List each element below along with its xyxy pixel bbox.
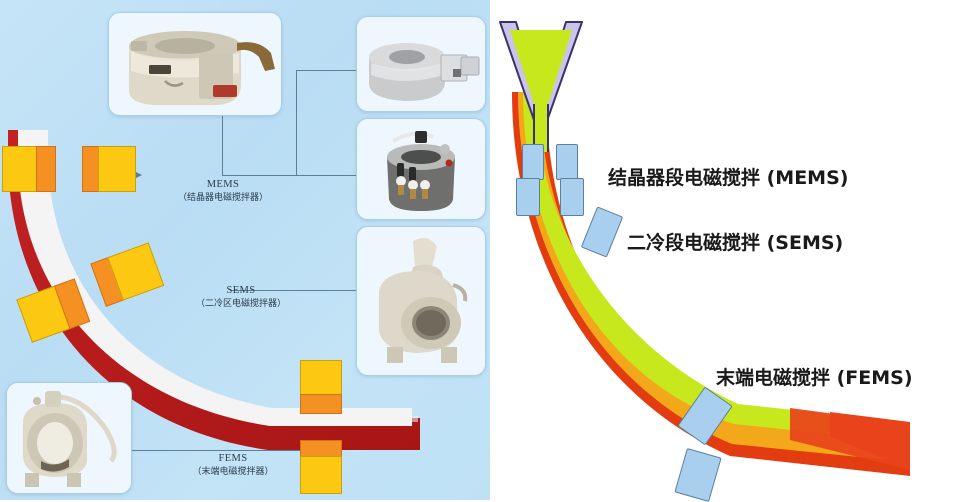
- connector-line-sems-h: [230, 290, 360, 292]
- connector-line-mems-h: [222, 175, 342, 177]
- mold-stirrer-illustration: [109, 13, 281, 115]
- left-strand-shell: [8, 130, 420, 450]
- caption-fems: FEMS （末端电磁搅拌器）: [160, 452, 306, 478]
- tundish-melt: [510, 30, 572, 112]
- connector-line-mems-branch-v: [296, 70, 298, 176]
- magnet-fems-bottom: [300, 440, 342, 494]
- coil-mold-right-lower[interactable]: [560, 178, 584, 216]
- connector-line-photo2-h: [296, 70, 358, 72]
- ring-coil-stirrer-photo[interactable]: [356, 16, 486, 112]
- caption-mems-cn: （结晶器电磁搅拌器）: [177, 193, 268, 204]
- mold-stirrer-photo-top[interactable]: [108, 12, 282, 116]
- drum-stirrer-illustration: [357, 119, 485, 219]
- coil-mold-left-upper[interactable]: [522, 144, 544, 180]
- right-panel: 结晶器段电磁搅拌 (MEMS) 二冷段电磁搅拌 (SEMS) 末端电磁搅拌 (F…: [490, 0, 976, 502]
- secondary-cooling-illustration: [357, 227, 485, 375]
- left-panel: MEMS （结晶器电磁搅拌器） SEMS （二冷区电磁搅拌器） FEMS （末端…: [0, 0, 490, 500]
- caption-mems-abbr: MEMS: [206, 179, 240, 190]
- caption-sems-cn: （二冷区电磁搅拌器）: [195, 299, 286, 310]
- magnet-fems-top: [300, 360, 342, 414]
- caption-sems: SEMS （二冷区电磁搅拌器）: [168, 284, 314, 310]
- caption-fems-cn: （末端电磁搅拌器）: [192, 467, 274, 478]
- connector-line-fems-h: [100, 450, 310, 452]
- left-strand-core: [18, 130, 412, 426]
- caption-fems-abbr: FEMS: [218, 453, 248, 464]
- caption-sems-abbr: SEMS: [226, 285, 256, 296]
- label-fems: 末端电磁搅拌 (FEMS): [716, 367, 913, 389]
- left-strand-highlight: [272, 416, 418, 422]
- tundish: [499, 21, 583, 152]
- connector-line-photo3-h: [296, 175, 358, 177]
- magnet-mold-left: [2, 146, 56, 192]
- caption-mems: MEMS （结晶器电磁搅拌器）: [150, 178, 296, 204]
- magnet-mold-right: [82, 146, 136, 192]
- ring-coil-illustration: [357, 17, 485, 111]
- label-sems: 二冷段电磁搅拌 (SEMS): [627, 232, 844, 254]
- coil-mold-right-upper[interactable]: [556, 144, 578, 180]
- coil-mold-left-lower[interactable]: [516, 178, 540, 216]
- secondary-cooling-stirrer-photo[interactable]: [356, 226, 486, 376]
- connector-line-mems-v: [222, 110, 224, 176]
- drum-stirrer-photo[interactable]: [356, 118, 486, 220]
- right-strand-end-cap: [830, 412, 910, 470]
- left-strand: [8, 130, 420, 450]
- final-stirrer-illustration: [7, 383, 131, 493]
- label-mems: 结晶器段电磁搅拌 (MEMS): [608, 167, 849, 189]
- submerged-nozzle-melt: [535, 104, 547, 152]
- final-stirrer-photo[interactable]: [6, 382, 132, 494]
- caster-schematic: [499, 21, 910, 476]
